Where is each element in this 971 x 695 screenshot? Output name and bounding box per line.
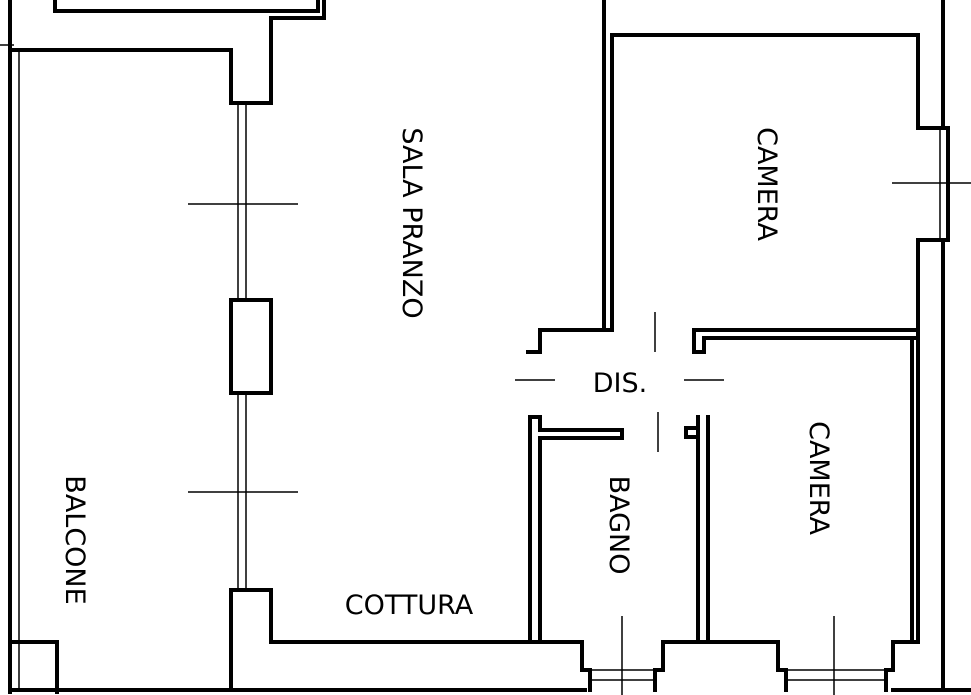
room-label-bagno: BAGNO bbox=[603, 476, 634, 575]
room-label-balcone: BALCONE bbox=[59, 475, 90, 604]
upper-room-fragment bbox=[53, 0, 326, 20]
room-label-camera-bottom: CAMERA bbox=[803, 421, 834, 535]
room-label-camera-top: CAMERA bbox=[751, 127, 782, 241]
room-label-dis: DIS. bbox=[593, 368, 647, 399]
room-label-cottura: COTTURA bbox=[345, 590, 474, 621]
center-marks bbox=[188, 182, 971, 695]
room-label-sala-pranzo: SALA PRANZO bbox=[396, 127, 427, 318]
